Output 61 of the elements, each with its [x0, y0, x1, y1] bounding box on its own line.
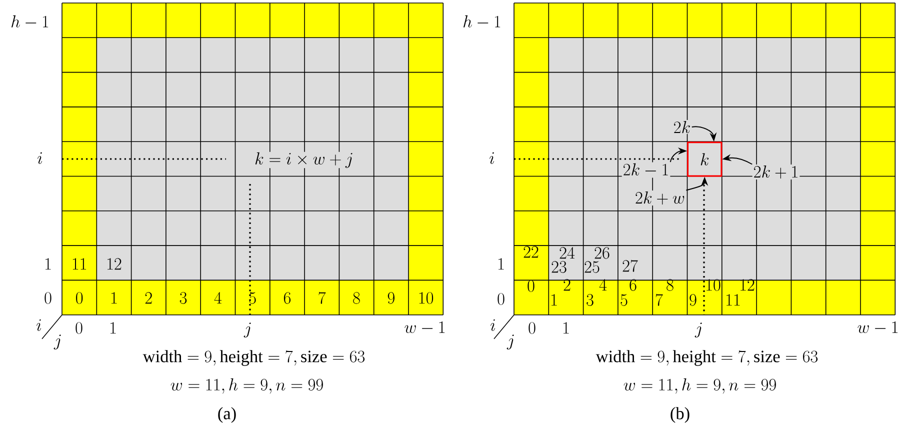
neighbor-label: $2k$: [672, 120, 692, 134]
axis-label: $0$: [76, 322, 82, 334]
cell-number: $4$: [599, 279, 607, 291]
axis-label: $h-1$: [464, 15, 500, 28]
axis-label: $0$: [498, 293, 504, 305]
cell-number: $1$: [552, 294, 557, 306]
cell-number: $6$: [630, 279, 636, 291]
cell-number: $6$: [284, 292, 291, 304]
axis-label: $w-1$: [404, 321, 445, 334]
axis-label: $h-1$: [12, 15, 48, 28]
cell-number: $23$: [552, 261, 566, 273]
cell-number: $7$: [318, 292, 326, 304]
formula: $k=i\times w+j$: [254, 152, 354, 168]
cell-number: $8$: [666, 279, 674, 291]
cell-number: $4$: [214, 292, 222, 304]
axis-label: $1$: [498, 258, 504, 270]
cell-number: $2$: [145, 292, 152, 304]
axis-label: $j$: [506, 334, 514, 350]
cell-number: $10$: [706, 279, 720, 291]
caption: $\mathrm{width}=9, \mathrm{height}=7, \mathrm{size}=63$: [142, 350, 365, 366]
axis-label: $j$: [694, 322, 702, 338]
axis-label: $0$: [44, 292, 52, 304]
cell-number: $0$: [76, 292, 83, 304]
axis-label: $j$: [244, 322, 251, 338]
axis-label: $i$: [38, 152, 42, 164]
cell-number: $25$: [584, 261, 600, 273]
neighbor-label: $2k+w$: [634, 190, 686, 206]
cell-number: $5$: [620, 294, 628, 306]
caption: $w=11, h=9, n=99$: [624, 378, 776, 394]
cell-number: $26$: [594, 247, 610, 259]
axis-label: $j$: [54, 334, 61, 350]
highlighted-cell: $k$: [687, 142, 722, 177]
cell-number: $24$: [560, 247, 575, 259]
axis-label: $w-1$: [858, 321, 898, 334]
axis-label: $i$: [490, 152, 494, 164]
cell-number: $8$: [353, 292, 360, 304]
cell-number: $9$: [690, 294, 696, 306]
axis-label: $1$: [110, 322, 116, 334]
cell-number: $11$: [726, 294, 740, 306]
caption: $w=11, h=9, n=99$: [170, 378, 323, 394]
cell-number: $11$: [72, 258, 86, 270]
axis-label: $1$: [46, 258, 51, 270]
cell-number: $1$: [112, 292, 117, 304]
panel-label: (b): [670, 407, 690, 423]
neighbor-label: $2k+1$: [752, 164, 800, 180]
axis-label: $i$: [490, 319, 496, 331]
neighbor-label: $2k-1$: [622, 162, 670, 178]
caption: $\mathrm{width}=9, \mathrm{height}=7, \mathrm{size}=63$: [596, 350, 818, 366]
cell-number: $3$: [586, 294, 594, 306]
cell-number: $3$: [180, 292, 187, 304]
panel-label: (a): [218, 407, 236, 423]
cell-number: $0$: [528, 280, 534, 292]
axis-label: $0$: [528, 322, 536, 334]
axis-label: $i$: [36, 319, 41, 331]
axis-label: $1$: [564, 322, 569, 334]
cell-number: $12$: [108, 258, 122, 270]
cell-number: $10$: [419, 292, 434, 304]
cell-number: $7$: [656, 294, 663, 306]
cell-number: $9$: [388, 292, 394, 304]
cell-number: $22$: [524, 246, 538, 258]
cell-number: $27$: [622, 260, 638, 272]
